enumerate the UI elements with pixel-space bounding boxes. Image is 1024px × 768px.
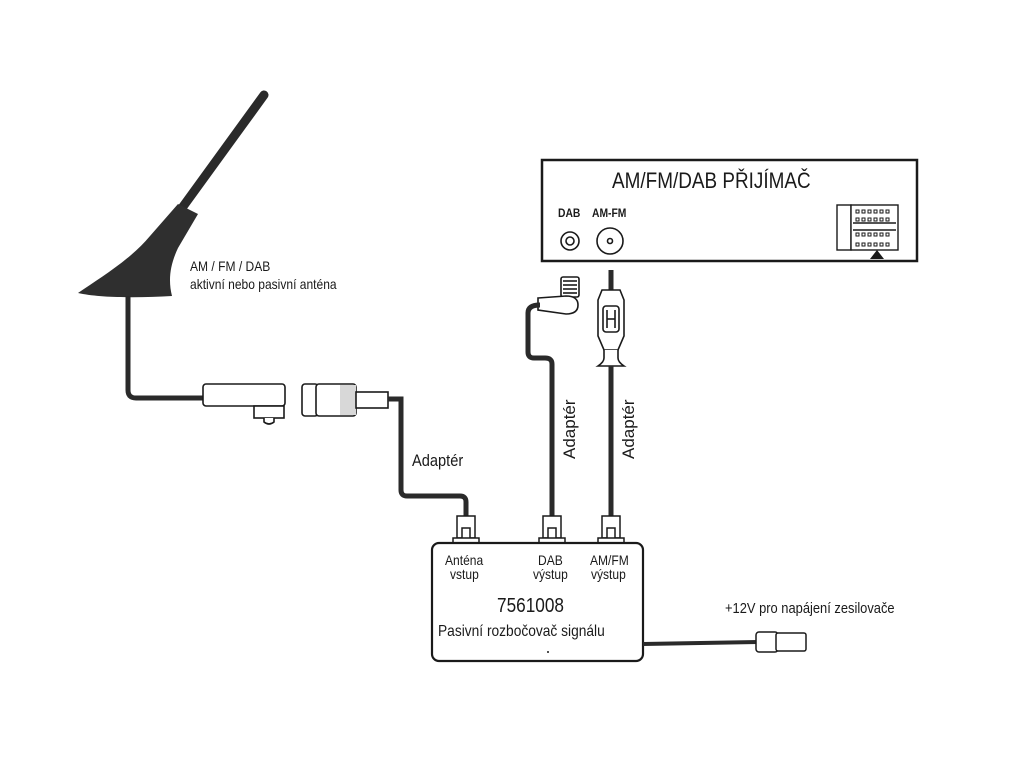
splitter-dab-port-sublabel: výstup [533, 566, 568, 582]
antenna-cable [125, 296, 205, 401]
splitter-amfm-port-label: AM/FM [590, 552, 629, 568]
antenna-adapter-cable [388, 396, 469, 516]
power-label: +12V pro napájení zesilovače [725, 600, 895, 617]
amfm-adapter-label: Adaptér [619, 399, 638, 459]
antenna-icon [78, 90, 269, 298]
receiver-dab-label: DAB [558, 206, 581, 220]
splitter-amfm-connector [597, 515, 625, 545]
amfm-adapter-plug-icon [595, 270, 627, 367]
splitter-antenna-connector [452, 515, 480, 545]
adapter-socket-icon [301, 383, 389, 417]
splitter-port-connectors [452, 515, 625, 545]
antenna-description-label: aktivní nebo pasivní anténa [190, 276, 337, 292]
dab-adapter-cable [525, 302, 555, 516]
splitter-dab-port-label: DAB [538, 552, 563, 568]
amfm-socket-icon [596, 227, 624, 255]
power-cable [642, 640, 759, 646]
splitter-amfm-port-sublabel: výstup [591, 566, 626, 582]
receiver-amfm-label: AM-FM [592, 206, 627, 220]
dab-adapter-label: Adaptér [560, 399, 579, 459]
antenna-type-label: AM / FM / DAB [190, 258, 271, 274]
splitter-dab-connector [538, 515, 566, 545]
iso-connector-icon [836, 204, 899, 259]
splitter-model-number: 7561008 [497, 595, 564, 617]
dab-socket-icon [560, 231, 580, 251]
splitter-antenna-port-label: Anténa [445, 552, 484, 568]
dab-adapter-plug-icon [537, 276, 580, 315]
receiver-title: AM/FM/DAB PŘIJÍMAČ [612, 168, 811, 193]
antenna-plug-icon [202, 383, 286, 425]
splitter-box [430, 541, 645, 663]
antenna-adapter-label: Adaptér [412, 451, 464, 470]
power-plug-icon [755, 631, 807, 653]
splitter-description: Pasivní rozbočovač signálu [438, 623, 605, 640]
splitter-antenna-port-sublabel: vstup [450, 566, 479, 582]
